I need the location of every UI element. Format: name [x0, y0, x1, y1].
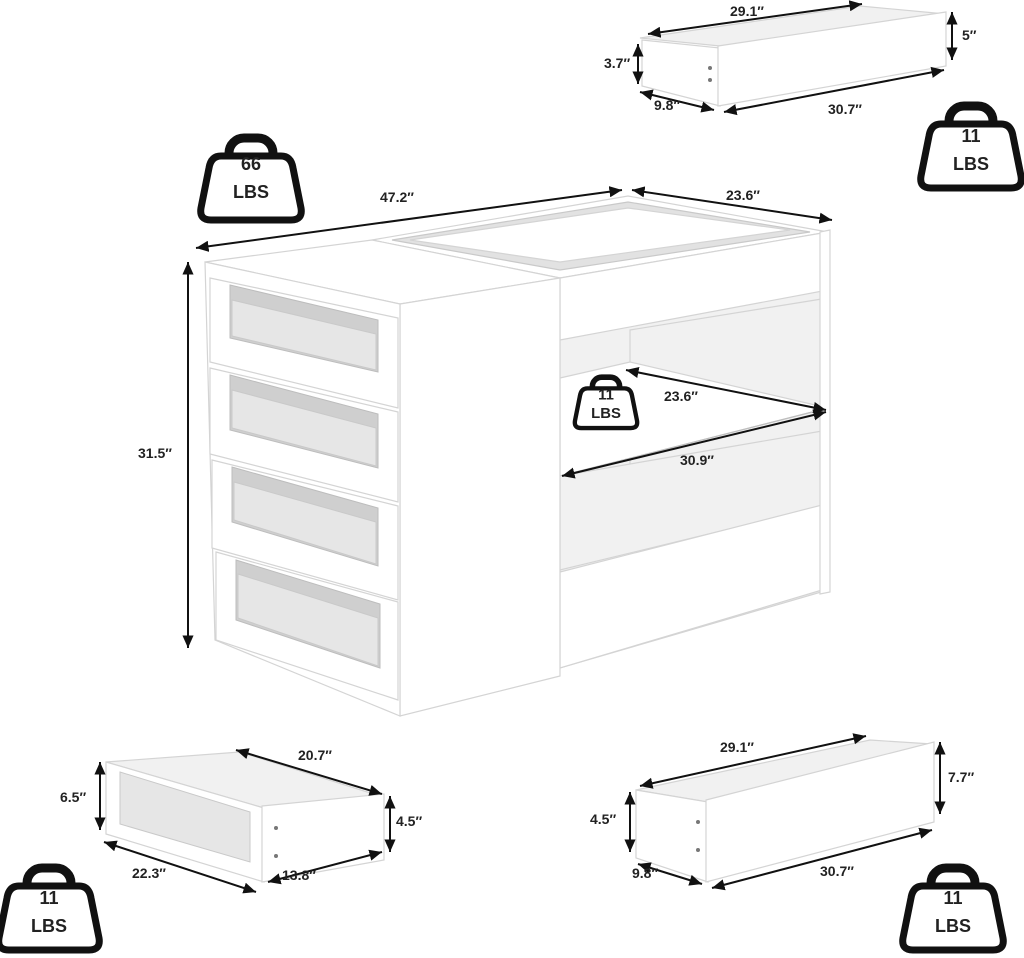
cabinet-width-label: 47.2″ [380, 189, 414, 205]
top-drawer-weight-icon: 11 LBS [921, 106, 1022, 188]
small-drawer-depth-label: 13.8″ [282, 867, 316, 883]
cabinet-weight-icon: 66 LBS [201, 138, 302, 220]
large-drawer-weight-icon: 11 LBS [903, 868, 1004, 950]
svg-text:11: 11 [598, 388, 614, 404]
glass-drawer [215, 551, 399, 701]
large-drawer-illustration [635, 739, 935, 883]
shelf-width-label: 30.9″ [680, 452, 714, 468]
large-drawer-depth-label: 9.8″ [632, 865, 658, 881]
top-drawer-height-back-label: 5″ [962, 27, 977, 43]
top-drawer-height-front-label: 3.7″ [604, 55, 630, 71]
shelf-depth-label: 23.6″ [664, 388, 698, 404]
svg-text:LBS: LBS [233, 182, 269, 202]
large-drawer-height-front-label: 4.5″ [590, 811, 616, 827]
large-drawer-height-back-label: 7.7″ [948, 769, 974, 785]
small-drawer-weight-icon: 11 LBS [0, 868, 99, 950]
cabinet-illustration [204, 195, 831, 717]
svg-text:11: 11 [943, 888, 962, 908]
svg-text:LBS: LBS [31, 916, 67, 936]
glass-drawer [209, 367, 399, 503]
cabinet-depth-label: 23.6″ [726, 187, 760, 203]
cabinet-height-label: 31.5″ [138, 445, 172, 461]
top-drawer-front-width-label: 30.7″ [828, 101, 862, 117]
top-drawer-depth-label: 9.8″ [654, 97, 680, 113]
glass-drawer [211, 459, 399, 601]
svg-text:66: 66 [241, 154, 261, 174]
small-drawer-height-front-label: 6.5″ [60, 789, 86, 805]
glass-drawer [209, 277, 399, 409]
small-drawer-width-label: 20.7″ [298, 747, 332, 763]
shelf-weight-icon: 11 LBS [575, 377, 637, 428]
top-drawer-illustration [639, 5, 947, 107]
large-drawer-front-width-label: 30.7″ [820, 863, 854, 879]
small-drawer-height-back-label: 4.5″ [396, 813, 422, 829]
top-drawer-width-label: 29.1″ [730, 3, 764, 19]
svg-text:11: 11 [961, 126, 980, 146]
svg-text:LBS: LBS [591, 406, 621, 422]
svg-text:LBS: LBS [953, 154, 989, 174]
svg-text:11: 11 [39, 888, 58, 908]
small-drawer-front-width-label: 22.3″ [132, 865, 166, 881]
svg-text:LBS: LBS [935, 916, 971, 936]
large-drawer-width-label: 29.1″ [720, 739, 754, 755]
